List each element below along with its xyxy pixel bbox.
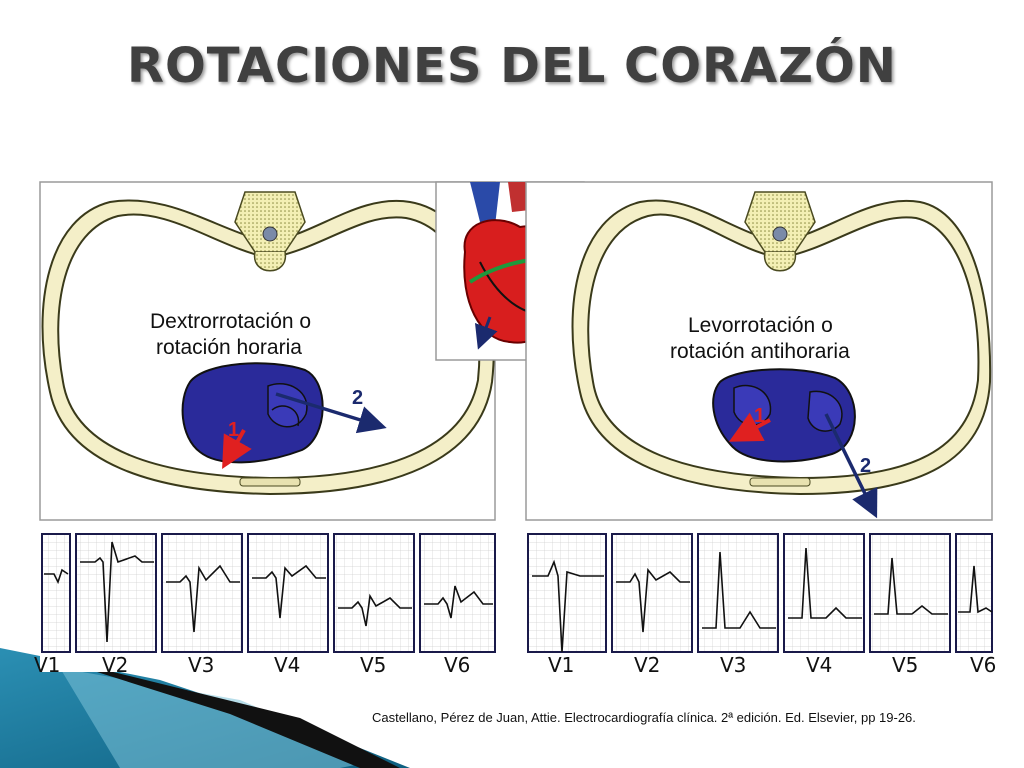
left-ecg-v2-box xyxy=(75,533,157,653)
left-thorax xyxy=(39,181,496,521)
left-ecg-v1-box xyxy=(41,533,71,653)
right-ecg-v6-box xyxy=(955,533,993,653)
page-title: ROTACIONES DEL CORAZÓN xyxy=(127,38,897,94)
right-rotation-label-line2: rotación antihoraria xyxy=(670,340,850,363)
right-ecg-v1-box xyxy=(527,533,607,653)
right-ecg-v3-box xyxy=(697,533,779,653)
left-ecg-v5-box xyxy=(333,533,415,653)
right-lead-label: V3 xyxy=(720,653,746,677)
left-lead-label: V2 xyxy=(102,653,128,677)
left-vector-2-arrow xyxy=(275,392,387,434)
left-vector-1-label: 1 xyxy=(228,419,239,441)
right-vector-2-arrow xyxy=(824,413,878,519)
left-vector-2-label: 2 xyxy=(352,387,363,409)
left-ecg-v6-box xyxy=(419,533,496,653)
right-vector-1-label: 1 xyxy=(754,405,765,427)
left-lead-label: V1 xyxy=(34,653,60,677)
right-thorax xyxy=(525,181,993,521)
right-lead-label: V1 xyxy=(548,653,574,677)
citation-caption: Castellano, Pérez de Juan, Attie. Electr… xyxy=(372,710,916,725)
left-rotation-label-line1: Dextrorrotación o xyxy=(150,310,311,333)
right-ecg-v5-box xyxy=(869,533,951,653)
right-ecg-v4-box xyxy=(783,533,865,653)
left-rotation-label-line2: rotación horaria xyxy=(156,336,302,359)
right-vector-1-arrow xyxy=(728,412,771,442)
heart-rotation-figure: V1 V2 V3 V4 V5 V6 xyxy=(34,181,996,677)
left-lead-label: V3 xyxy=(188,653,214,677)
figure-svg: V1 V2 V3 V4 V5 V6 xyxy=(34,181,996,677)
right-lead-label: V2 xyxy=(634,653,660,677)
right-ecg-v2-box xyxy=(611,533,693,653)
left-lead-label: V5 xyxy=(360,653,386,677)
right-lead-label: V5 xyxy=(892,653,918,677)
right-lead-label: V4 xyxy=(806,653,832,677)
right-lead-label: V6 xyxy=(970,653,996,677)
right-rotation-label-line1: Levorrotación o xyxy=(688,314,833,337)
left-lead-label: V4 xyxy=(274,653,300,677)
right-ecg-strips: V1 V2 V3 V4 V5 V6 xyxy=(526,532,996,677)
left-ecg-v3-box xyxy=(161,533,243,653)
left-vector-1-arrow xyxy=(222,429,252,469)
left-lead-label: V6 xyxy=(444,653,470,677)
left-ecg-strips: V1 V2 V3 V4 V5 V6 xyxy=(34,532,496,677)
left-ecg-v4-box xyxy=(247,533,329,653)
right-vector-2-label: 2 xyxy=(860,455,871,477)
